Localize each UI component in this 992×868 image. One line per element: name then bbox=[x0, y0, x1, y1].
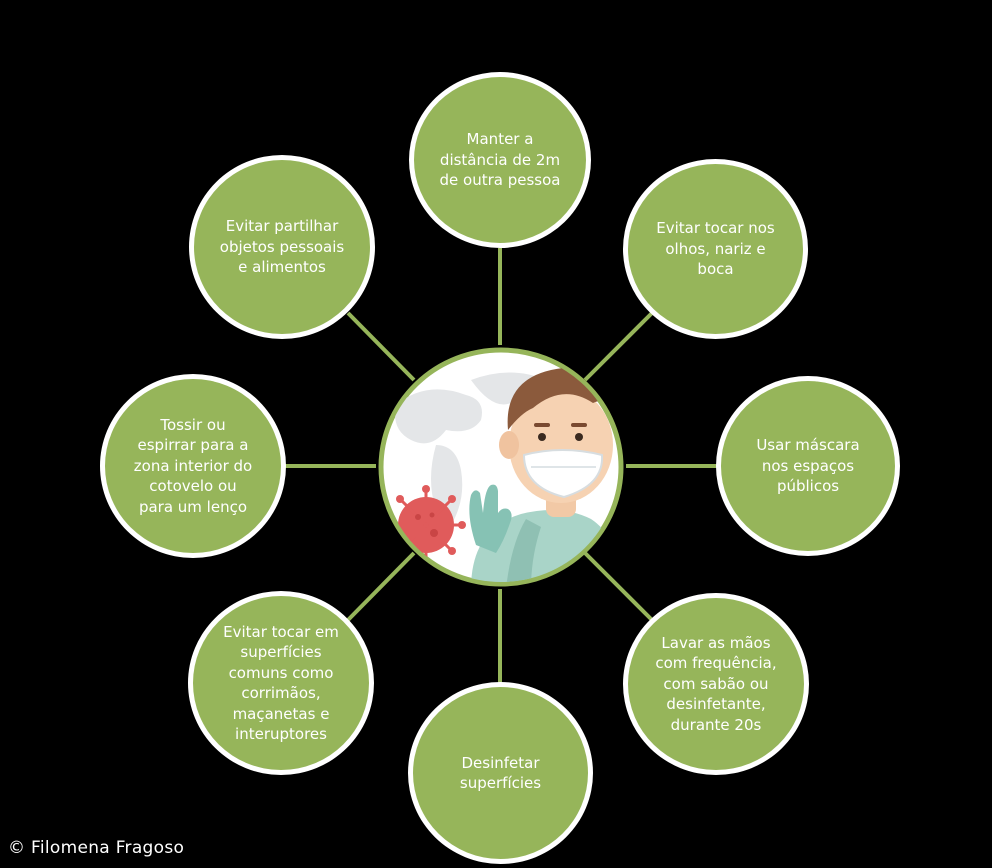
node-label: Lavar as mãos com frequência, com sabão … bbox=[655, 633, 777, 734]
center-illustration bbox=[376, 345, 626, 589]
node-sharing: Evitar partilhar objetos pessoais e alim… bbox=[189, 155, 375, 339]
masked-person-with-virus-icon bbox=[378, 347, 624, 587]
node-label: Evitar tocar nos olhos, nariz e boca bbox=[656, 219, 775, 279]
node-label: Evitar partilhar objetos pessoais e alim… bbox=[219, 217, 345, 277]
node-cough: Tossir ou espirrar para a zona interior … bbox=[100, 374, 286, 558]
virus-icon bbox=[386, 485, 466, 565]
connector-surfaces bbox=[346, 551, 416, 622]
node-surfaces: Evitar tocar em superfícies comuns como … bbox=[188, 591, 374, 775]
node-label: Desinfetar superfícies bbox=[459, 753, 542, 793]
node-label: Usar máscara nos espaços públicos bbox=[756, 436, 860, 496]
node-face: Evitar tocar nos olhos, nariz e boca bbox=[623, 159, 808, 339]
node-mask: Usar máscara nos espaços públicos bbox=[716, 376, 900, 556]
node-disinfect: Desinfetar superfícies bbox=[408, 682, 593, 864]
node-hands: Lavar as mãos com frequência, com sabão … bbox=[623, 593, 809, 775]
connector-hands bbox=[583, 551, 654, 622]
node-label: Evitar tocar em superfícies comuns como … bbox=[223, 622, 339, 744]
node-label: Tossir ou espirrar para a zona interior … bbox=[133, 415, 253, 516]
node-distance: Manter a distância de 2m de outra pessoa bbox=[409, 72, 591, 248]
node-label: Manter a distância de 2m de outra pessoa bbox=[439, 130, 561, 190]
connector-sharing bbox=[346, 311, 416, 382]
connector-face bbox=[583, 311, 654, 382]
copyright-credit: © Filomena Fragoso bbox=[8, 838, 185, 858]
